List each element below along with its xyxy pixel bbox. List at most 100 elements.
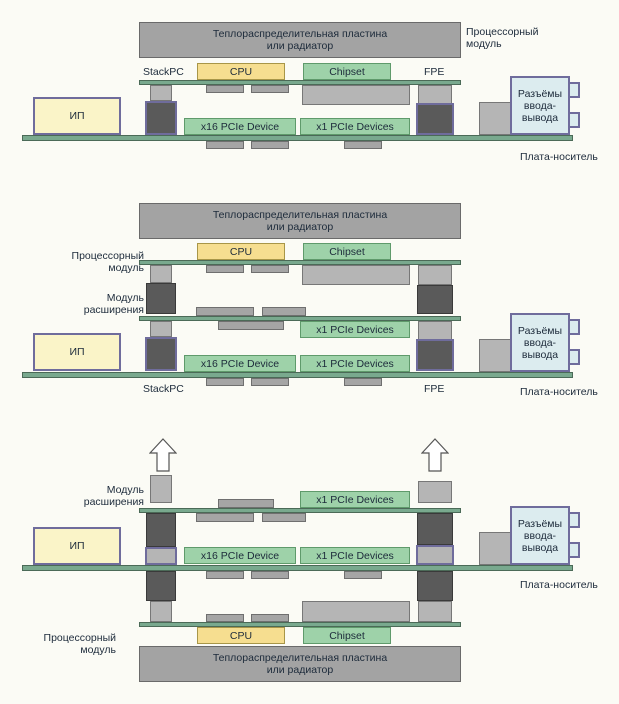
chip-bottom [218,321,284,330]
chipset-chip: Chipset [303,63,391,80]
fpe-connector-top [418,321,452,341]
cpu-chip: CPU [197,243,285,260]
stackpc-connector [146,283,176,314]
fpe-connector-top [418,265,452,285]
chip-bottom [344,571,382,579]
stackpc-connector [145,101,177,135]
carrier-board [22,135,573,141]
cpu-module-label: Процессорный модуль [43,632,116,656]
chip-bottom [196,513,254,522]
carrier-label: Плата-носитель [520,151,598,163]
fpe-connector [416,103,454,135]
chip-bottom [206,141,244,149]
heatsink-label: Теплораспределительная пластина или ради… [212,652,388,676]
chip-top [206,614,244,622]
chipset-heatspreader [302,265,410,285]
cpu-module-label: Процессорный модуль [466,26,539,50]
x1-pcie-devices: x1 PCIe Devices [300,118,410,135]
stackpc-label: StackPC [143,66,184,78]
x16-label: x16 PCIe Device [200,357,280,370]
io-port [568,319,580,335]
arrow-up-icon [149,438,177,472]
io-connector-block [479,532,513,565]
cpu-label: CPU [229,65,253,78]
x16-label: x16 PCIe Device [200,120,280,133]
io-connector-block [479,339,513,372]
stackpc-connector-top [150,475,172,503]
expansion-module-label: Модуль расширения [83,292,144,316]
cpu-module-board [139,80,461,85]
x1-pcie-devices: x1 PCIe Devices [300,321,410,338]
chip-top [196,307,254,316]
x1-label: x1 PCIe Devices [316,120,394,133]
carrier-board [22,565,573,571]
chip-bottom [206,85,244,93]
heatsink-label: Теплораспределительная пластина или ради… [212,209,388,233]
io-port [568,82,580,98]
carrier-label: Плата-носитель [520,579,598,591]
carrier-board [22,372,573,378]
x1-pcie-devices: x1 PCIe Devices [300,355,410,372]
chip-bottom [206,571,244,579]
stackpc-connector-carrier [145,547,177,565]
chipset-chip: Chipset [303,243,391,260]
power-supply: ИП [33,527,121,565]
chip-top [251,614,289,622]
chip-bottom [344,141,382,149]
chipset-heatspreader [302,85,410,105]
heatsink-plate: Теплораспределительная пластина или ради… [139,646,461,682]
expansion-module-label: Модуль расширения [83,484,144,508]
fpe-connector-top [418,601,452,622]
x16-pcie-device: x16 PCIe Device [184,118,296,135]
stackpc-connector [146,513,176,547]
stackpc-connector-top [150,321,172,337]
expansion-module-board [139,508,461,513]
io-connector-block [479,102,513,135]
chipset-heatspreader [302,601,410,622]
chip-bottom [206,378,244,386]
cpu-chip: CPU [197,627,285,644]
chipset-label: Chipset [329,629,365,642]
io-label: Разъёмы ввода- вывода [517,517,563,554]
x1-pcie-devices: x1 PCIe Devices [300,547,410,564]
fpe-connector [416,339,454,371]
io-port [568,512,580,528]
fpe-label: FPE [424,66,445,78]
chip-bottom [251,378,289,386]
x16-pcie-device: x16 PCIe Device [184,355,296,372]
heatsink-label: Теплораспределительная пластина или ради… [212,28,388,52]
chipset-chip: Chipset [303,627,391,644]
chip-bottom [251,571,289,579]
stackpc-connector-top [150,85,172,101]
power-supply: ИП [33,97,121,135]
x1-label: x1 PCIe Devices [316,323,394,336]
chip-bottom [251,85,289,93]
fpe-connector-top [418,481,452,503]
chip-bottom [251,141,289,149]
fpe-label: FPE [424,383,445,395]
x1-label: x1 PCIe Devices [316,493,394,506]
cpu-module-label: Процессорный модуль [71,250,144,274]
cpu-module-board [139,260,461,265]
fpe-connector-top [418,85,452,105]
x1-pcie-devices: x1 PCIe Devices [300,491,410,508]
cpu-module-board [139,622,461,627]
fpe-connector [417,513,453,545]
cpu-chip: CPU [197,63,285,80]
x1-label: x1 PCIe Devices [316,357,394,370]
carrier-label: Плата-носитель [520,386,598,398]
io-connectors: Разъёмы ввода- вывода [510,76,570,135]
io-port [568,112,580,128]
io-label: Разъёмы ввода- вывода [517,324,563,361]
io-connectors: Разъёмы ввода- вывода [510,506,570,565]
fpe-connector [417,571,453,601]
heatsink-plate: Теплораспределительная пластина или ради… [139,22,461,58]
chipset-label: Chipset [329,65,365,78]
heatsink-plate: Теплораспределительная пластина или ради… [139,203,461,239]
chip-bottom [344,378,382,386]
stackpc-connector-top [150,601,172,622]
stackpc-connector [145,337,177,371]
cpu-label: CPU [229,629,253,642]
io-port [568,542,580,558]
